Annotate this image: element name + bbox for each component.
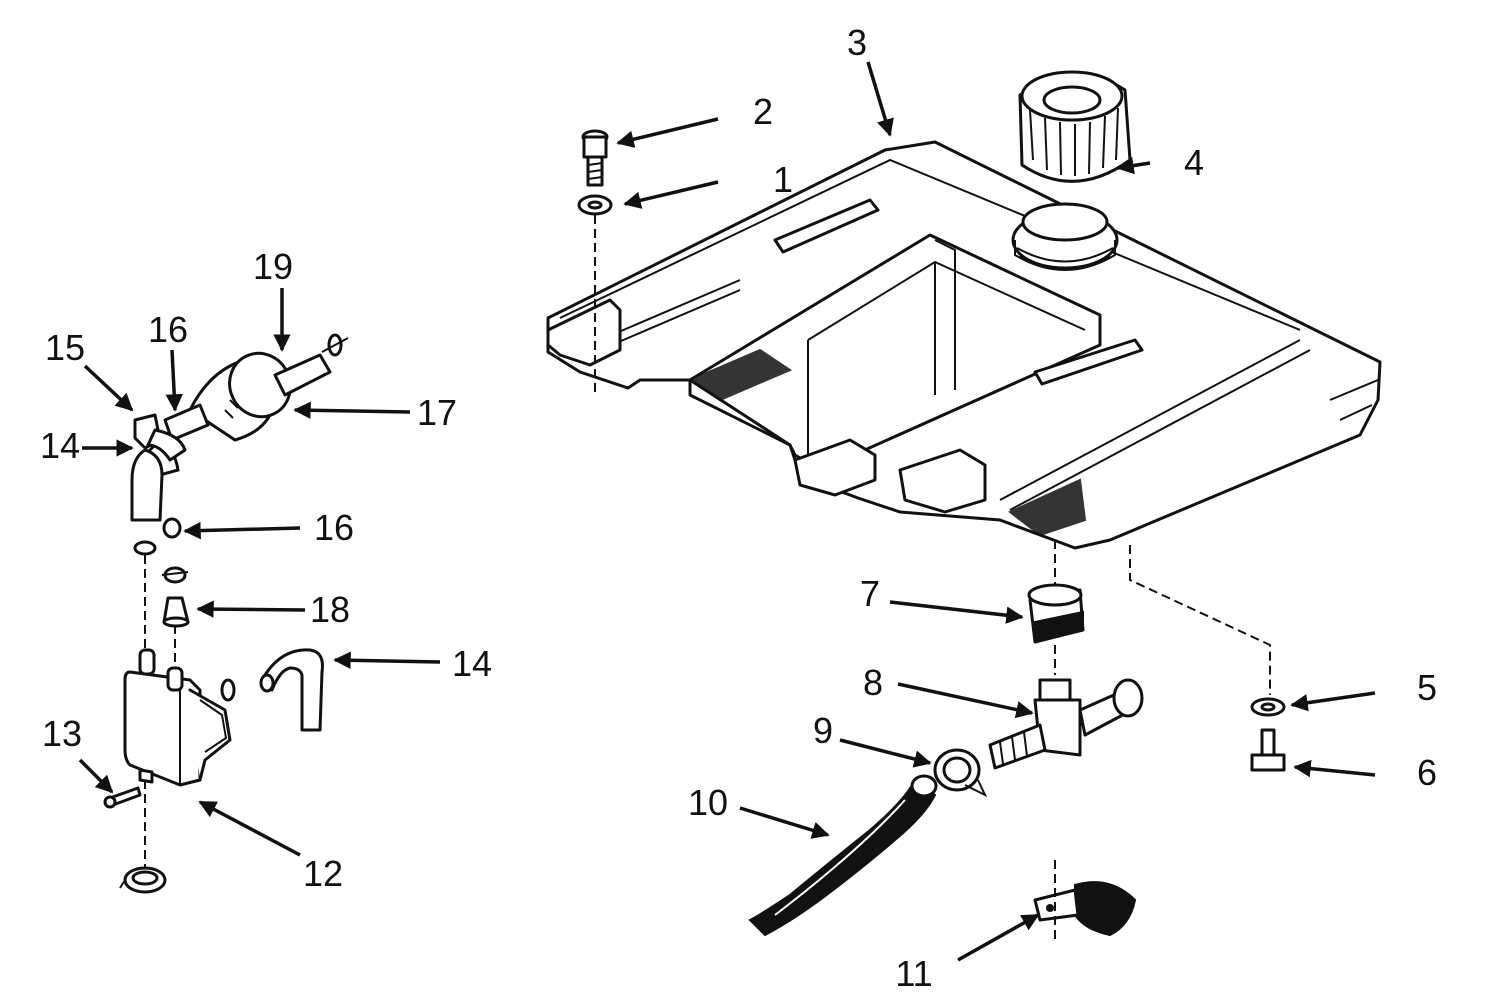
- callout-19: 19: [253, 246, 293, 287]
- clamp-bottom: [119, 866, 167, 894]
- callout-15: 15: [45, 327, 85, 368]
- callout-16-top: 16: [148, 309, 188, 350]
- callout-17: 17: [417, 392, 457, 433]
- callout-18: 18: [310, 589, 350, 630]
- clamp-16-top: [321, 333, 349, 357]
- callout-12: 12: [303, 853, 343, 894]
- alignment-line-bolt: [1129, 545, 1271, 695]
- callout-2: 2: [753, 91, 773, 132]
- callout-1: 1: [773, 159, 793, 200]
- screw-2: [581, 129, 609, 187]
- leader-arrows: [78, 61, 1376, 962]
- callout-7: 7: [860, 573, 880, 614]
- washer-5: [1250, 697, 1286, 717]
- callout-14-right: 14: [452, 643, 492, 684]
- callout-3: 3: [847, 22, 867, 63]
- fitting-8: [988, 678, 1144, 770]
- fuel-hose-10: [748, 774, 938, 937]
- callout-10: 10: [688, 782, 728, 823]
- callout-6: 6: [1417, 752, 1437, 793]
- fuel-pump-12: [123, 648, 232, 787]
- washer-1: [577, 194, 613, 216]
- callout-8: 8: [863, 662, 883, 703]
- callout-5: 5: [1417, 667, 1437, 708]
- callout-labels: 1 2 3 4 5 6 7 8 9 10 11 12 13 14 14 15 1…: [40, 22, 1437, 994]
- callout-13: 13: [42, 713, 82, 754]
- callout-14-left: 14: [40, 425, 80, 466]
- callout-4: 4: [1184, 142, 1204, 183]
- callout-9: 9: [813, 710, 833, 751]
- callout-16-lower: 16: [314, 507, 354, 548]
- clip-11: [1033, 860, 1137, 940]
- fuel-tank-cap: [1018, 70, 1132, 183]
- screw-13: [103, 786, 142, 809]
- clamp-16-lower: [133, 517, 189, 584]
- filler-neck: [1011, 202, 1119, 271]
- plug-18: [162, 596, 190, 628]
- nut-7: [1027, 583, 1085, 644]
- screw-6: [1250, 728, 1286, 772]
- fuel-filter-17: [163, 351, 332, 442]
- hose-14-elbow: [220, 648, 324, 732]
- hose-14-bent: [130, 428, 187, 522]
- callout-11: 11: [895, 953, 932, 994]
- fuel-tank: [546, 140, 1382, 550]
- hose-clamp-9: [933, 748, 988, 798]
